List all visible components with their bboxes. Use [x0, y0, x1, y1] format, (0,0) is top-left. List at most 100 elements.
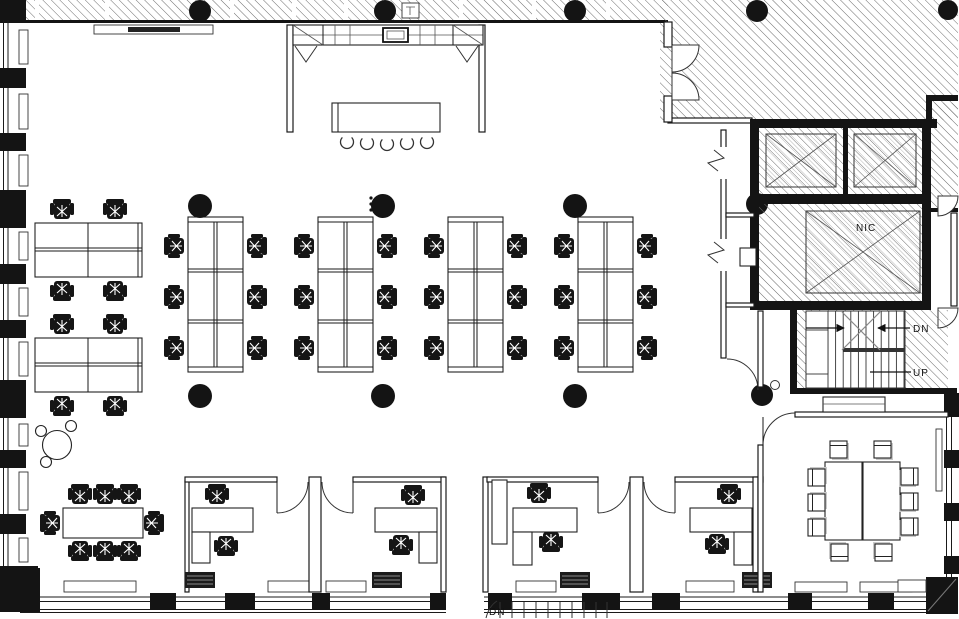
stool — [359, 137, 375, 151]
meeting-area-left — [34, 419, 165, 562]
door-swing — [726, 358, 759, 391]
round-chair — [39, 455, 53, 469]
conference-room-right — [757, 396, 949, 593]
round-chair — [64, 419, 78, 433]
kitchen — [286, 24, 486, 152]
task-chair — [116, 483, 142, 505]
column — [563, 194, 587, 218]
stool — [399, 137, 415, 151]
round-chair — [34, 424, 48, 438]
exit-down-label: DN — [489, 607, 505, 618]
conference-chair — [829, 440, 850, 461]
column — [189, 0, 211, 22]
column — [371, 194, 395, 218]
quad-cluster — [35, 314, 142, 416]
column — [564, 0, 586, 22]
conference-chair — [807, 491, 828, 512]
task-chair — [92, 483, 118, 505]
radiator — [371, 571, 403, 589]
conference-table — [824, 461, 863, 541]
door-swing — [276, 481, 309, 514]
elevator-lobby — [660, 0, 959, 329]
column — [374, 0, 396, 22]
conference-chair — [898, 517, 919, 538]
entry-door-swing — [671, 72, 700, 101]
desk-return — [733, 531, 753, 566]
top-exterior-wall — [0, 0, 668, 23]
office-cabinet — [491, 479, 508, 545]
stool — [339, 136, 355, 150]
conference-table — [862, 461, 901, 541]
task-chair — [67, 540, 93, 562]
desk — [374, 507, 438, 533]
column — [746, 0, 768, 22]
round-table — [41, 429, 73, 461]
door-swing — [597, 481, 630, 514]
conference-chair — [873, 440, 894, 461]
task-chair — [526, 482, 552, 504]
door-swing — [762, 412, 796, 446]
column — [188, 194, 212, 218]
door-swing — [321, 481, 354, 514]
conference-chair — [807, 466, 828, 487]
column — [371, 384, 395, 408]
corner-pier — [0, 0, 26, 20]
right-exterior-wall — [935, 393, 959, 577]
desk — [191, 507, 254, 533]
conference-table — [62, 507, 144, 539]
entry-door-swing — [671, 44, 700, 73]
task-chair — [538, 531, 564, 553]
shaft-label: NIC — [856, 223, 876, 234]
bench-cluster — [294, 217, 397, 372]
desk-return — [512, 531, 533, 566]
task-chair — [388, 534, 414, 556]
task-chair — [204, 483, 230, 505]
desk-clusters — [35, 199, 657, 416]
stair-down-label: DN — [913, 324, 929, 335]
conference-chair — [807, 516, 828, 537]
left-exterior-wall — [0, 20, 38, 612]
column — [751, 384, 773, 406]
task-chair — [716, 483, 742, 505]
task-chair — [92, 540, 118, 562]
bottom-exterior-wall — [20, 568, 958, 616]
stool — [379, 138, 395, 152]
bench-cluster — [424, 217, 527, 372]
wall-fixture — [401, 2, 420, 19]
kitchen-sink — [382, 27, 409, 43]
kitchen-island — [331, 102, 441, 133]
bench-cluster — [164, 217, 267, 372]
private-offices — [184, 476, 773, 593]
wall-board — [93, 24, 214, 35]
task-chair — [39, 510, 61, 536]
radiator — [741, 571, 773, 589]
conference-chair — [898, 467, 919, 488]
quad-cluster — [35, 199, 142, 301]
door-swing — [937, 195, 959, 217]
task-chair — [116, 540, 142, 562]
stool — [419, 136, 435, 150]
column — [938, 0, 958, 20]
column — [563, 384, 587, 408]
task-chair — [67, 483, 93, 505]
task-chair — [704, 533, 730, 555]
desk-return — [191, 531, 211, 564]
exit-stair: DN — [485, 600, 608, 619]
conference-chair — [828, 541, 849, 562]
columns — [188, 0, 958, 408]
desk — [689, 507, 753, 533]
radiator — [184, 571, 216, 589]
task-chair — [400, 484, 426, 506]
column — [188, 384, 212, 408]
conference-chair — [872, 541, 893, 562]
radiator — [559, 571, 591, 589]
bench-cluster — [554, 217, 657, 372]
kitchen-wall — [286, 24, 294, 133]
vestibule — [706, 129, 764, 391]
elevator-core: NIC — [750, 119, 937, 310]
credenza — [822, 396, 886, 413]
conference-chair — [898, 492, 919, 513]
stair: DN UP — [790, 310, 957, 394]
task-chair — [213, 535, 239, 557]
